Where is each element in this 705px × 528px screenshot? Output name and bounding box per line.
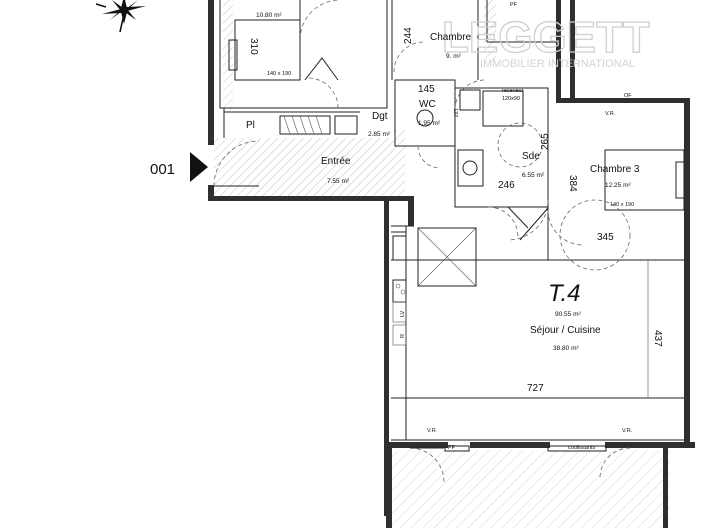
chambre3-bed: 140 x 190 xyxy=(610,202,634,208)
entree-name: Entrée xyxy=(321,156,351,167)
wc-dim-top: 145 xyxy=(418,84,435,95)
chambre3-area: 12.25 m² xyxy=(605,182,631,189)
chambre3-window-label: OF xyxy=(624,93,632,99)
dgt-area: 2.85 m² xyxy=(368,131,391,138)
sejour-dim-side: 437 xyxy=(652,330,663,347)
watermark-brand: LEGGETT xyxy=(442,13,650,62)
partitions xyxy=(219,0,684,441)
wc-area: 1.95 m² xyxy=(418,120,441,127)
chambre1-dim-side: 310 xyxy=(248,38,259,55)
sejour-name: Séjour / Cuisine xyxy=(530,325,601,336)
sde-area: 6.55 m² xyxy=(522,172,545,179)
sde-dim-bottom: 246 xyxy=(498,180,515,191)
wall-hatch-left xyxy=(223,0,233,110)
entrance-arrow-icon xyxy=(190,152,208,182)
wc-name: WC xyxy=(419,99,436,110)
doors xyxy=(213,0,631,483)
chambre3-dim-side: 384 xyxy=(567,175,578,192)
chambre1-bed: 140 x 190 xyxy=(267,71,291,77)
chambre3-vr-label: V.R. xyxy=(605,111,616,117)
terrace-floor xyxy=(392,450,670,528)
sde-dim-side: 265 xyxy=(540,133,551,150)
apartment-total-area: 90.55 m² xyxy=(555,311,581,318)
chambre2-name: Chambre xyxy=(430,32,472,43)
sejour-pf-label: PF xyxy=(448,445,456,451)
chambre1-area: 10.80 m² xyxy=(256,12,282,19)
placard-label: Pl xyxy=(246,120,255,131)
sejour-dim-width: 727 xyxy=(527,383,544,394)
entree-floor xyxy=(214,138,395,196)
kitchen-r-label: R xyxy=(400,334,406,338)
dgt-floor-edge xyxy=(395,130,405,196)
furniture xyxy=(228,19,685,452)
sejour-coulissants-label: coulissants xyxy=(568,445,595,451)
sejour-vr-label-left: V.R. xyxy=(427,428,438,434)
watermark: LEGGETT IMMOBILIER INTERNATIONAL xyxy=(441,12,650,70)
wc-dim-side: 137 xyxy=(452,108,458,117)
unit-label: 001 xyxy=(150,161,175,178)
sejour-vr-label-right: V.R. xyxy=(622,428,633,434)
sejour-area: 38.80 m² xyxy=(553,345,579,352)
chambre2-area: 9. m² xyxy=(446,53,462,60)
watermark-tagline: IMMOBILIER INTERNATIONAL xyxy=(480,58,635,70)
dgt-name: Dgt xyxy=(372,111,388,122)
sde-shower: receveur xyxy=(502,88,524,94)
chambre2-window-label: PF xyxy=(510,2,518,8)
chambre3-name: Chambre 3 xyxy=(590,164,640,175)
chambre2-dim-side: 244 xyxy=(403,27,414,44)
sde-name: Sde xyxy=(522,151,540,162)
entree-area: 7.55 m² xyxy=(327,178,350,185)
chambre3-dim-bottom: 345 xyxy=(597,232,614,243)
kitchen-lv-label: LV xyxy=(400,310,406,317)
compass-rose-icon xyxy=(95,0,146,33)
apartment-type: T.4 xyxy=(548,280,580,307)
sde-shower-size: 120x90 xyxy=(502,96,520,102)
walls xyxy=(208,0,695,528)
